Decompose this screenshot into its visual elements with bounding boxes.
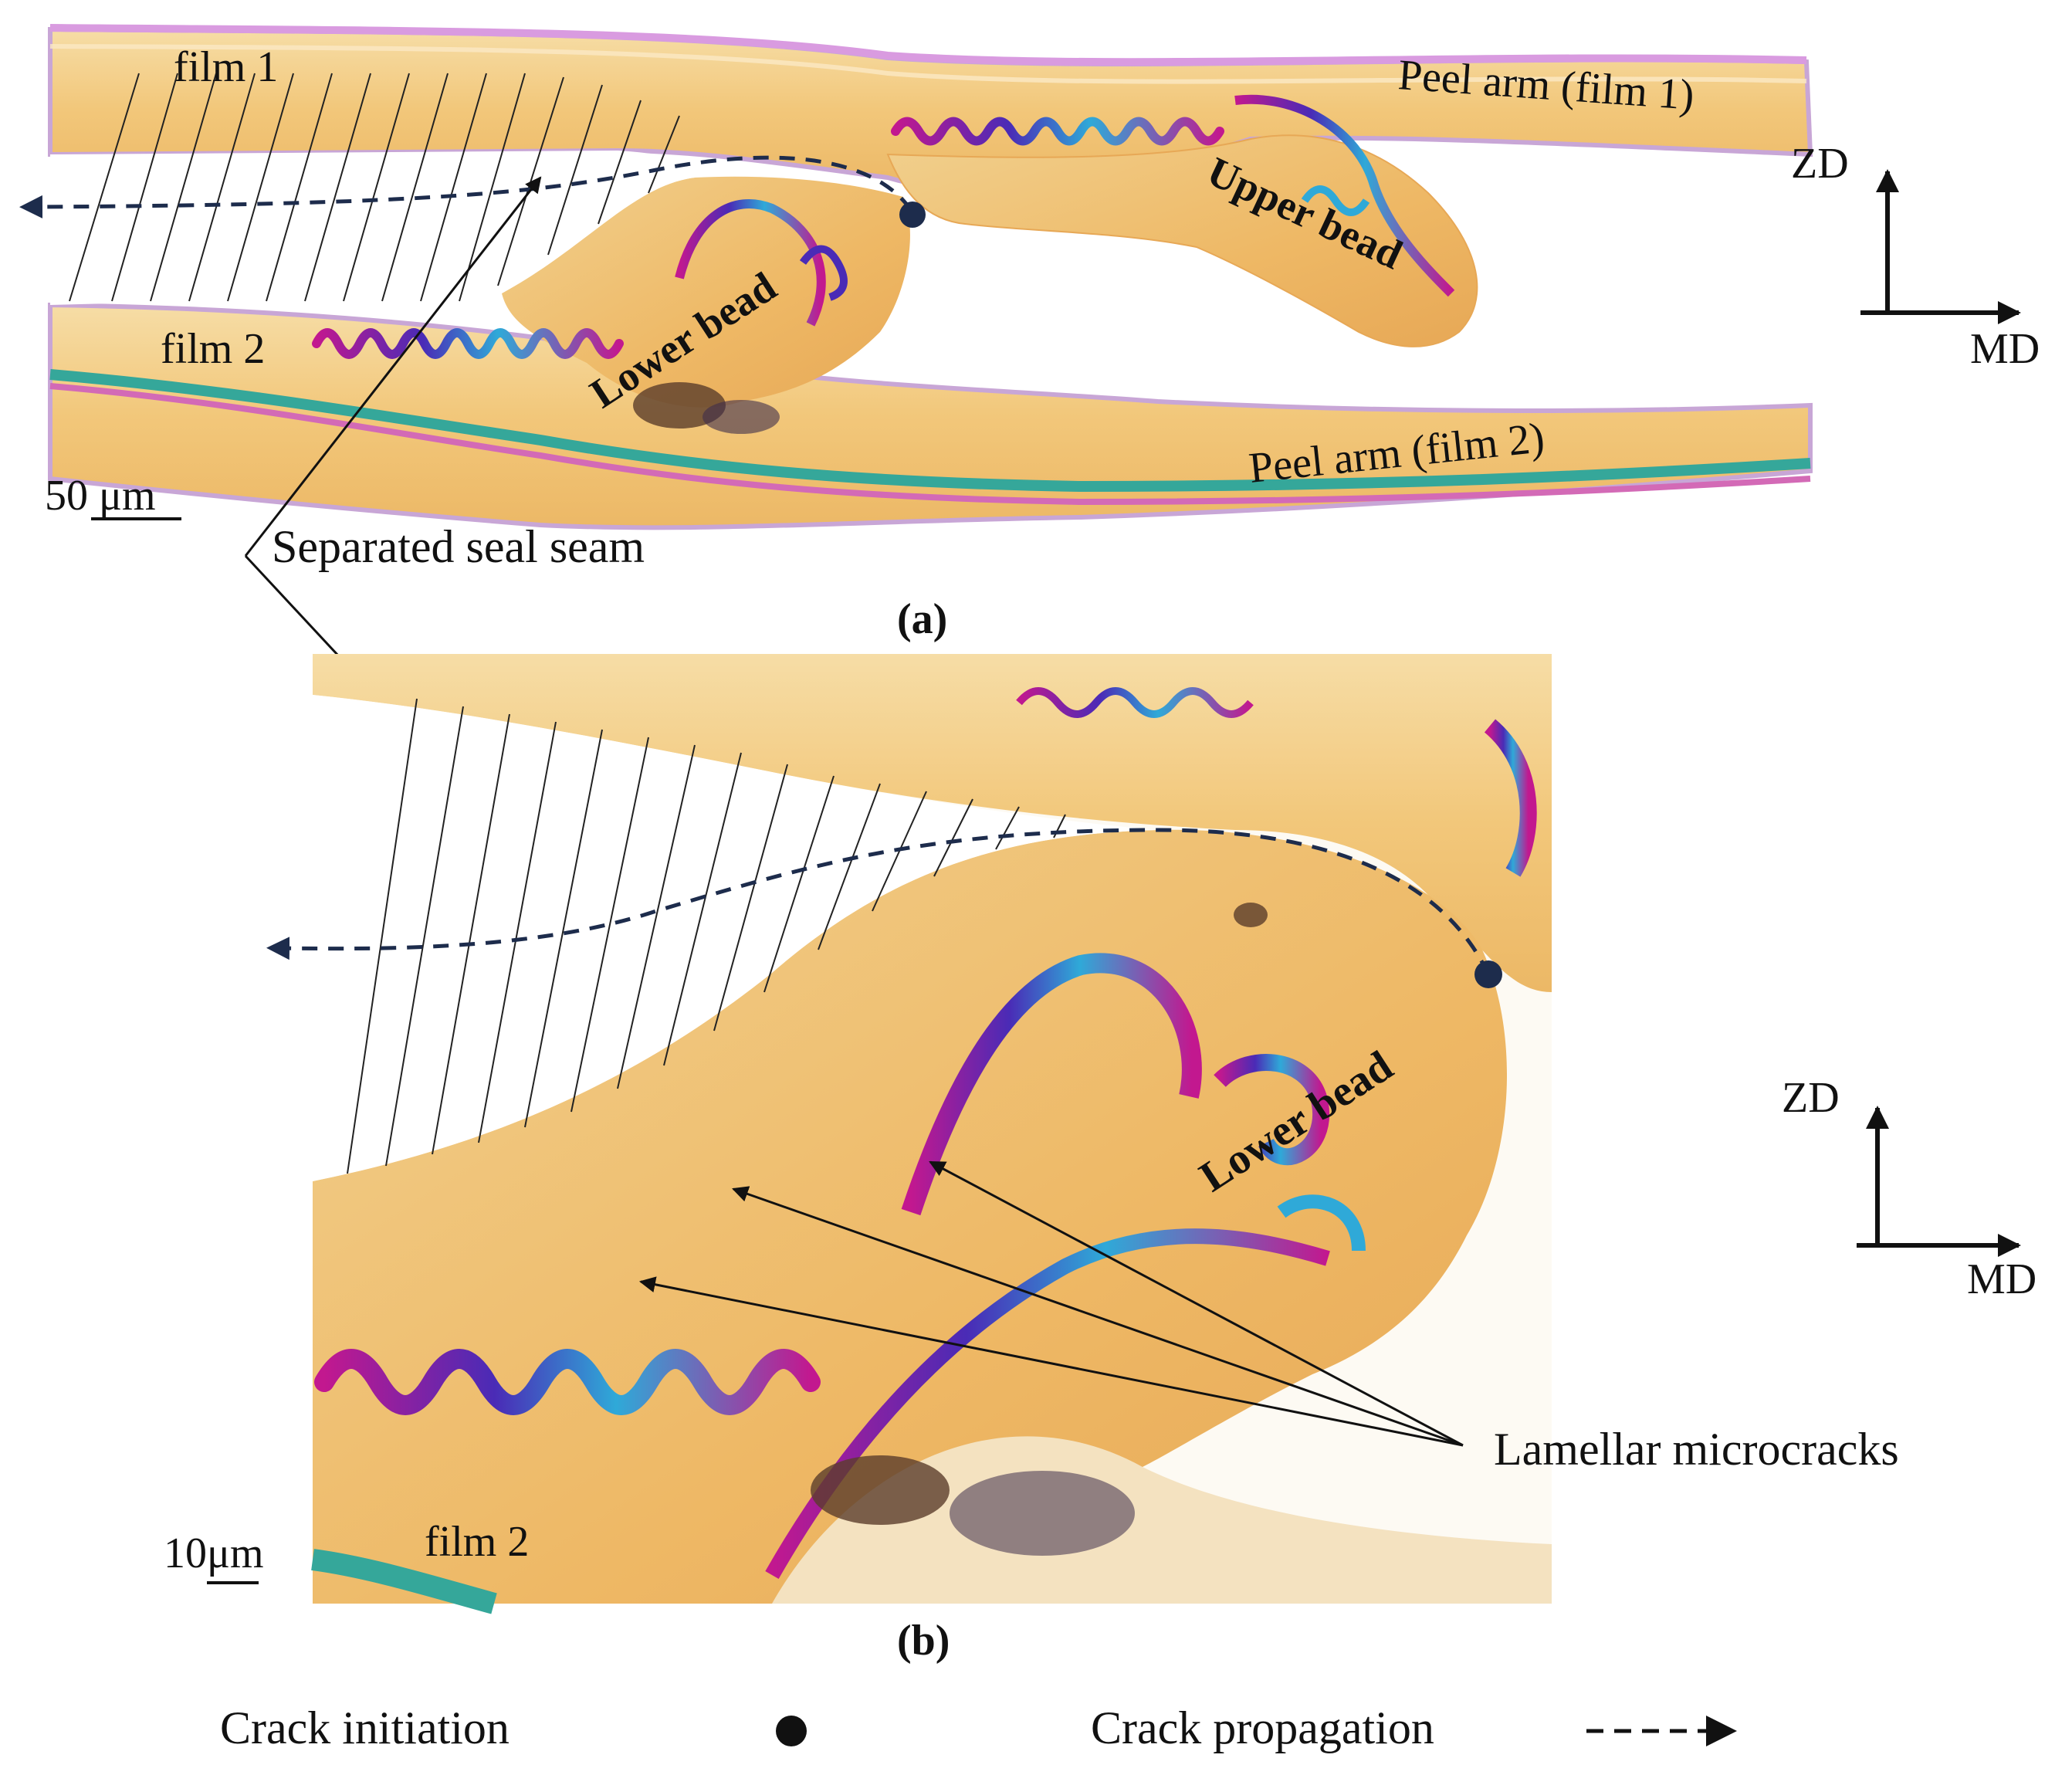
film2-wave-b: [314, 1349, 821, 1415]
film1-layer-b: [313, 654, 1552, 992]
dark-inclusion-b2: [950, 1471, 1135, 1556]
film2-label-b: film 2: [425, 1518, 529, 1566]
upper-bead-curl: [1301, 185, 1370, 216]
lamellar-microcracks-arrows: [638, 1160, 1464, 1447]
film2-teal-edge-b: [311, 1549, 497, 1614]
dark-spot-b: [1234, 903, 1268, 927]
separated-seal-seam-annotation: Separated seal seam: [244, 176, 645, 924]
film1-wave-b: [1016, 687, 1254, 718]
film1-label: film 1: [174, 43, 278, 91]
panel-b: Lower bead film 2 Lamellar microcracks 1…: [164, 654, 2036, 1665]
lower-bead-loop-b: [1214, 1054, 1330, 1166]
crack-initiation-dot-a: [899, 202, 926, 228]
film2-wave-band: [312, 328, 624, 359]
axes-a: ZD MD: [1791, 140, 2040, 373]
legend-crack-initiation-dot: [776, 1716, 807, 1746]
panel-a-caption: (a): [897, 595, 947, 643]
lower-bead-loop: [799, 245, 848, 301]
crack-propagation-path-a: [19, 155, 913, 218]
panel-b-caption: (b): [897, 1617, 950, 1665]
upper-bead-fold: [1234, 94, 1455, 297]
crack-initiation-dot-b: [1474, 960, 1502, 988]
axis-md-label-b: MD: [1967, 1255, 2036, 1303]
film2-teal-edge: [49, 369, 1811, 493]
film2-layer-b: [772, 1436, 1552, 1604]
separated-seal-seam-label: Separated seal seam: [272, 521, 645, 572]
dark-inclusion-b: [811, 1455, 950, 1525]
dark-inclusion-2: [703, 400, 780, 434]
axis-zd-label-b: ZD: [1782, 1074, 1840, 1122]
film1-edge: [49, 24, 1807, 66]
separated-seam-region-b: [313, 695, 1158, 1181]
scale-bar-a-label: 50 μm: [45, 472, 156, 520]
separated-seam-hatch-b: [347, 698, 1066, 1174]
lower-bead-loop2-b: [1277, 1194, 1366, 1252]
lower-bead-curl: [675, 199, 826, 327]
separated-seam-hatch: [69, 73, 680, 302]
upper-bead-edge-b: [1484, 719, 1537, 877]
lower-bead-fold-b: [901, 953, 1202, 1216]
legend: Crack initiation Crack propagation: [220, 1702, 1737, 1753]
legend-crack-initiation-label: Crack initiation: [220, 1702, 510, 1753]
legend-crack-propagation-arrowhead: [1706, 1716, 1737, 1746]
legend-crack-propagation-label: Crack propagation: [1091, 1702, 1434, 1753]
film2-pink-edge: [49, 383, 1811, 506]
crack-propagation-path-b: [266, 828, 1491, 976]
axis-zd-label-a: ZD: [1791, 140, 1849, 188]
film1-wave-band: [891, 117, 1224, 146]
film1-stripe: [49, 44, 1807, 84]
upper-bead: [886, 134, 1478, 347]
axis-md-label-a: MD: [1970, 325, 2040, 373]
lamellar-microcracks-label: Lamellar microcracks: [1494, 1424, 1899, 1475]
axes-b: ZD MD: [1782, 1074, 2036, 1303]
film2-label: film 2: [161, 325, 265, 373]
scale-bar-b-label: 10μm: [164, 1529, 264, 1577]
